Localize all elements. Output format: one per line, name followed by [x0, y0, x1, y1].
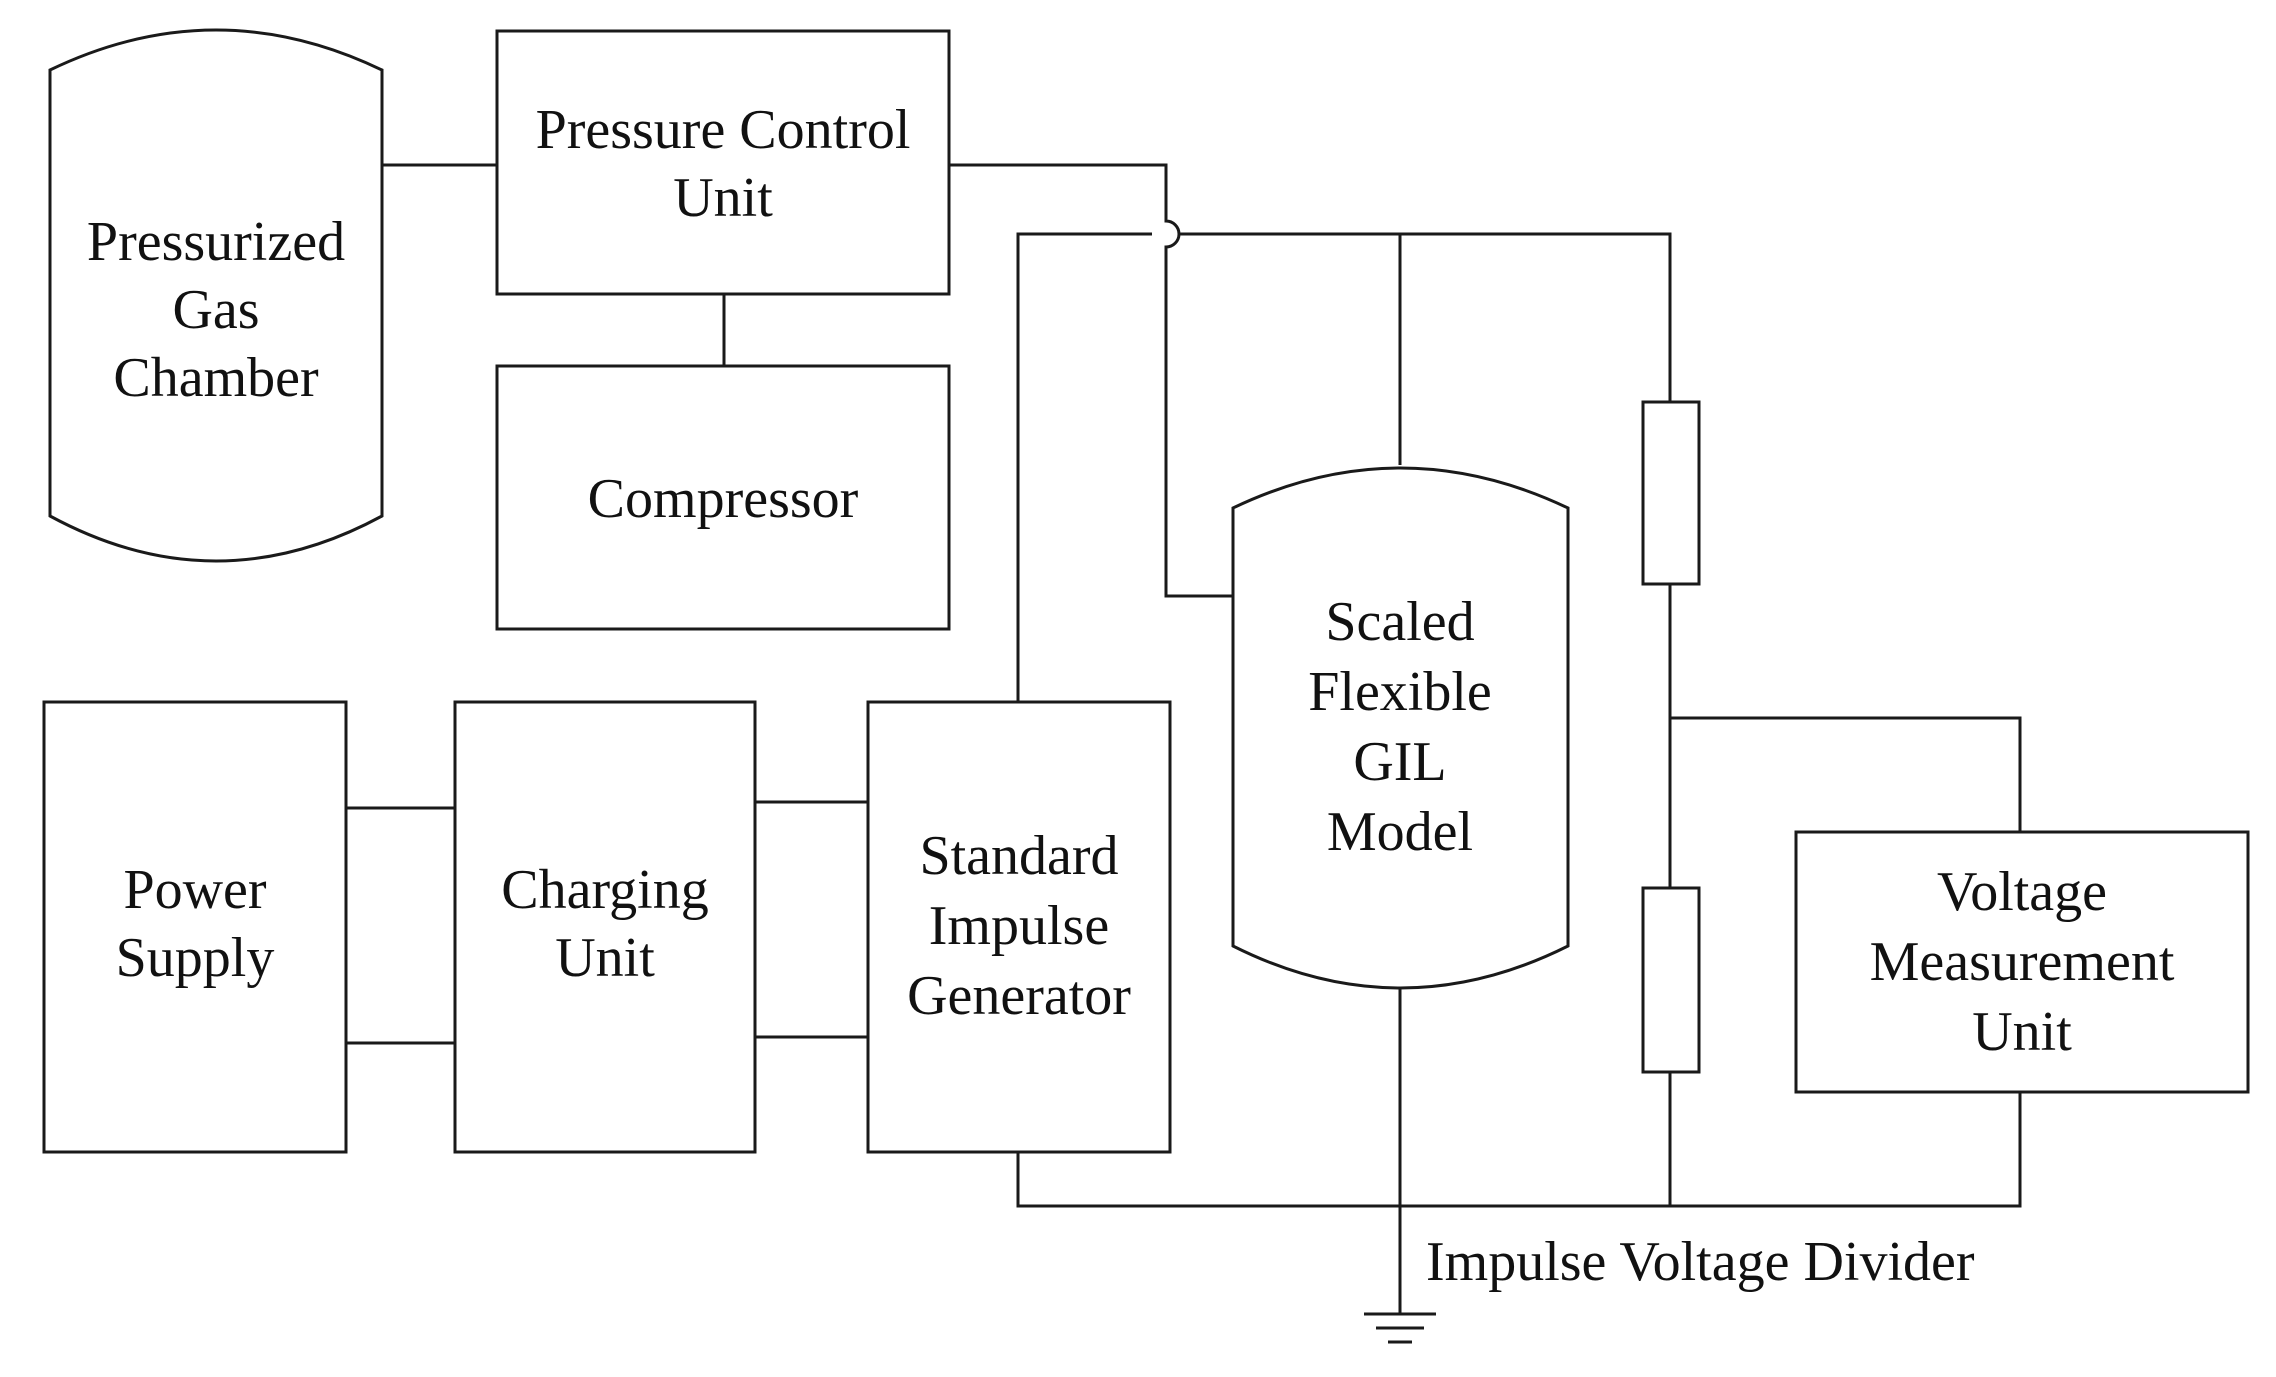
charging-unit-label-1: Charging [501, 859, 708, 921]
charging-unit-label-2: Unit [555, 927, 655, 989]
power-supply-label-1: Power [123, 859, 266, 921]
gas-chamber-label-3: Chamber [113, 347, 319, 409]
voltage-measurement-box [1794, 830, 2250, 1094]
connection-wires [346, 163, 2022, 1314]
charging-unit-box [453, 700, 757, 1154]
wire-pressure-control-to-gil [949, 163, 1233, 598]
power-supply: Power Supply [42, 700, 348, 1154]
wire-power-to-charging [346, 806, 455, 1045]
wire-ground-bus [1016, 1092, 2022, 1208]
voltage-measurement-unit: Voltage Measurement Unit [1794, 830, 2250, 1094]
pressure-control-label-2: Unit [673, 167, 773, 229]
pressurized-gas-chamber: Pressurized Gas Chamber [48, 28, 384, 563]
gas-chamber-label-1: Pressurized [87, 211, 345, 273]
power-supply-label-2: Supply [116, 927, 275, 989]
gas-chamber-outline [48, 28, 384, 563]
impulse-generator-label-1: Standard [919, 825, 1118, 887]
divider-upper-resistor-icon [1641, 400, 1701, 586]
charging-unit: Charging Unit [453, 700, 757, 1154]
gil-model-label-2: Flexible [1308, 661, 1492, 723]
gil-model-outline [1231, 466, 1570, 990]
impulse-generator-box [866, 700, 1172, 1154]
divider-label: Impulse Voltage Divider [1426, 1231, 1975, 1293]
impulse-generator-label-2: Impulse [929, 895, 1109, 957]
divider-lower-resistor-icon [1641, 886, 1701, 1074]
gas-chamber-label-2: Gas [172, 279, 259, 341]
wire-charging-to-generator [755, 800, 868, 1039]
impulse-voltage-divider: Impulse Voltage Divider [1426, 400, 1975, 1293]
compressor: Compressor [495, 364, 951, 631]
gil-model-label-4: Model [1327, 801, 1473, 863]
voltage-measurement-label-2: Measurement [1870, 931, 2175, 993]
wire-hv-top-bus [1016, 232, 1672, 702]
compressor-box [495, 364, 951, 631]
pressure-control-unit: Pressure Control Unit [495, 29, 951, 296]
scaled-flexible-gil-model: Scaled Flexible GIL Model [1231, 466, 1570, 990]
impulse-generator-label-3: Generator [907, 965, 1131, 1027]
voltage-measurement-label-3: Unit [1972, 1001, 2072, 1063]
gil-model-label-3: GIL [1353, 731, 1446, 793]
voltage-measurement-label-1: Voltage [1937, 861, 2107, 923]
power-supply-box [42, 700, 348, 1154]
compressor-label: Compressor [588, 468, 859, 530]
pressure-control-box [495, 29, 951, 296]
gil-model-label-1: Scaled [1325, 591, 1474, 653]
pressure-control-label-1: Pressure Control [536, 99, 911, 161]
wire-divider-tap-to-measurement [1670, 716, 2022, 832]
standard-impulse-generator: Standard Impulse Generator [866, 700, 1172, 1154]
ground-icon [1364, 1312, 1436, 1344]
